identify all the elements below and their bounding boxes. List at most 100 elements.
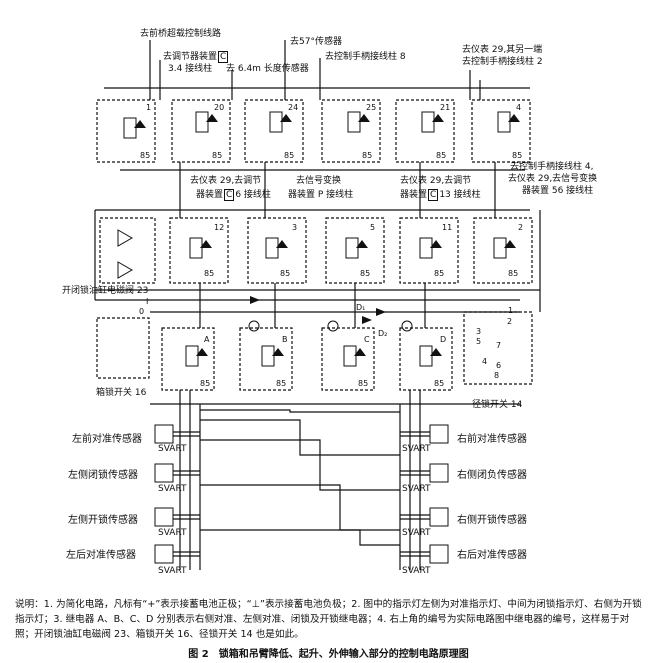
relay-box-11 <box>399 217 459 284</box>
relay-number-3: 3 <box>292 223 298 232</box>
switch-num-1: 1 <box>508 306 514 315</box>
label-inst29-13-pin: 13 接线柱 <box>439 190 481 200</box>
label-d2: D₂ <box>378 329 388 338</box>
label-handle4-a: 去控制手柄接线柱 4, <box>510 162 594 172</box>
pin85-11: 85 <box>434 269 445 278</box>
pin85-24: 85 <box>284 151 295 160</box>
relay-number-21: 21 <box>440 103 451 112</box>
switch-num-6: 6 <box>496 361 502 370</box>
sensor-left-open: 左侧开锁传感器 <box>68 515 138 526</box>
relay-letter-C: C <box>364 335 370 344</box>
relay-number-24: 24 <box>288 103 299 112</box>
switch-num-2: 2 <box>507 317 513 326</box>
relay-number-11: 11 <box>442 223 453 232</box>
switch-num-I: I <box>146 297 149 306</box>
sensor-left-close: 左侧闭锁传感器 <box>68 470 138 481</box>
circuit-diagram <box>94 40 541 570</box>
relay-letter-D: D <box>440 335 447 344</box>
relay-box-2 <box>473 217 533 284</box>
label-len-sensor: 去 6.4m 长度传感器 <box>226 64 309 74</box>
label-d1: D₁ <box>356 303 366 312</box>
relay-number-1: 1 <box>146 103 152 112</box>
relay-number-5: 5 <box>370 223 376 232</box>
label-front-bridge: 去前桥超载控制线路 <box>140 29 222 39</box>
label-signal-p-a: 去信号变换 <box>296 176 342 186</box>
pin85-21: 85 <box>436 151 447 160</box>
pin85-12: 85 <box>204 269 215 278</box>
pin85-4: 85 <box>512 151 523 160</box>
sensor-right-close: 右侧闭负传感器 <box>457 470 527 481</box>
caption: 说明：1. 为简化电路，凡标有“+”表示接蓄电池正极；“⊥”表示接蓄电池负极；2… <box>15 599 642 640</box>
switch-num-5: 5 <box>476 337 482 346</box>
pin85-D: 85 <box>434 379 445 388</box>
label-inst29-adj6-text: 器装置 <box>196 190 224 200</box>
label-adjuster-3-4-box: C <box>218 51 229 63</box>
switch-num-7: 7 <box>496 341 502 350</box>
diameter-switch-label: 径锁开关 14 <box>472 400 523 410</box>
label-inst29-adj6-a: 去仪表 29,去调节 <box>190 176 262 186</box>
sensor-right-open: 右侧开锁传感器 <box>457 515 527 526</box>
relay-box-B <box>239 327 293 391</box>
label-handle4-c: 器装置 56 接线柱 <box>522 186 594 196</box>
relay-box-3 <box>247 217 307 284</box>
relay-number-4: 4 <box>516 103 522 112</box>
label-inst29-a: 去仪表 29,其另一端 <box>462 45 543 55</box>
svart-right-1: SVART <box>402 444 431 454</box>
label-inst29-adj6-pin: 6 接线柱 <box>235 190 271 200</box>
valve-label: 开闭锁油缸电磁阀 23 <box>62 286 149 296</box>
relay-number-20: 20 <box>214 103 225 112</box>
svart-left-1: SVART <box>158 444 187 454</box>
sensor-right-rear: 右后对准传感器 <box>457 550 527 561</box>
relay-box-D <box>399 327 453 391</box>
svart-left-4: SVART <box>158 566 187 576</box>
figure-title: 图 2 锁箱和吊臂降低、起升、外伸输入部分的控制电路原理图 <box>188 649 469 660</box>
sensor-right-front: 右前对准传感器 <box>457 434 527 445</box>
label-inst29-adj6-box: C <box>224 189 235 201</box>
svart-right-4: SVART <box>402 566 431 576</box>
label-sensor57: 去57°传感器 <box>290 37 342 47</box>
relay-number-12: 12 <box>214 223 225 232</box>
relay-letter-B: B <box>282 335 288 344</box>
box-switch-label: 箱锁开关 16 <box>96 388 147 398</box>
label-handle8: 去控制手柄接线柱 8 <box>325 52 406 62</box>
box-switch-16 <box>96 317 150 379</box>
relay-box-5 <box>325 217 385 284</box>
switch-num-0a: 0 <box>139 307 145 316</box>
relay-box-C <box>321 327 375 391</box>
svart-right-3: SVART <box>402 528 431 538</box>
svart-left-2: SVART <box>158 484 187 494</box>
switch-num-8: 8 <box>494 371 500 380</box>
relay-number-2: 2 <box>518 223 524 232</box>
svart-left-3: SVART <box>158 528 187 538</box>
pin85-5: 85 <box>360 269 371 278</box>
label-adjuster-3-4-pin: 3.4 接线柱 <box>168 64 213 74</box>
valve-box <box>99 217 156 284</box>
svart-right-2: SVART <box>402 484 431 494</box>
pin85-C: 85 <box>358 379 369 388</box>
relay-letter-A: A <box>204 335 210 344</box>
pin85-1: 85 <box>140 151 151 160</box>
label-inst29-13-text: 器装置 <box>400 190 428 200</box>
pin85-20: 85 <box>212 151 223 160</box>
label-inst29-13-box: C <box>428 189 439 201</box>
pin85-B: 85 <box>276 379 287 388</box>
switch-num-4: 4 <box>482 357 488 366</box>
switch-num-3: 3 <box>476 327 482 336</box>
relay-number-25: 25 <box>366 103 377 112</box>
label-adjuster-3-4-text: 去调节器装置 <box>163 52 218 62</box>
sensor-left-front: 左前对准传感器 <box>72 434 142 445</box>
relay-box-12 <box>169 217 229 284</box>
pin85-A: 85 <box>200 379 211 388</box>
label-inst29-13-a: 去仪表 29,去调节 <box>400 176 472 186</box>
sensor-left-rear: 左后对准传感器 <box>66 550 136 561</box>
pin85-2: 85 <box>508 269 519 278</box>
label-handle4-b: 去仪表 29,去信号变换 <box>508 174 598 184</box>
label-inst29-b: 去控制手柄接线柱 2 <box>462 57 543 67</box>
label-signal-p-b: 器装置 P 接线柱 <box>288 190 354 200</box>
pin85-25: 85 <box>362 151 373 160</box>
pin85-3: 85 <box>280 269 291 278</box>
relay-box-A <box>161 327 215 391</box>
